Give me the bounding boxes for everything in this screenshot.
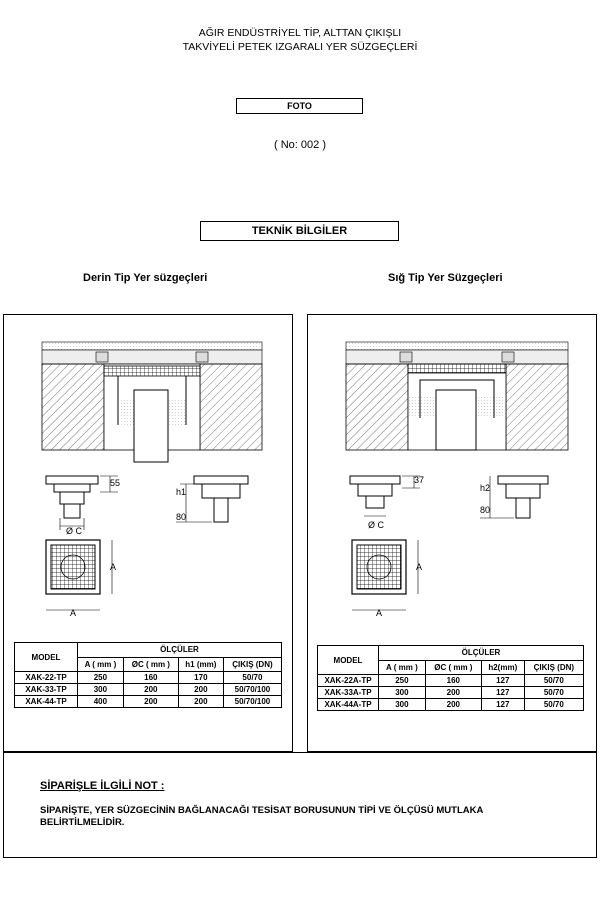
table-cell: 200: [177, 695, 224, 708]
column-header: ØC ( mm ): [122, 656, 179, 672]
table-cell: 400: [77, 695, 124, 708]
table-row: XAK-22-TP 250 160 170 50/70: [14, 671, 283, 684]
right-side-view-2: [480, 475, 549, 519]
table-cell: 50/70/100: [222, 683, 283, 696]
left-spec-table: MODEL ÖLÇÜLER A ( mm ) ØC ( mm ) h1 (mm)…: [14, 642, 283, 708]
table-cell: XAK-33A-TP: [317, 686, 379, 699]
table-cell: 250: [378, 674, 426, 687]
order-note-box: [3, 752, 597, 858]
table-cell: 200: [122, 683, 179, 696]
table-cell: 200: [424, 686, 482, 699]
table-row: XAK-33A-TP 300 200 127 50/70: [317, 686, 585, 699]
right-spec-table: MODEL ÖLÇÜLER A ( mm ) ØC ( mm ) h2(mm) …: [317, 645, 585, 711]
olculer-header: ÖLÇÜLER: [378, 645, 584, 661]
table-cell: 200: [177, 683, 224, 696]
column-header: ÇIKIŞ (DN): [222, 656, 283, 672]
table-cell: XAK-44A-TP: [317, 698, 379, 711]
table-cell: 127: [480, 698, 525, 711]
table-cell: XAK-22A-TP: [317, 674, 379, 687]
dim-a-label-right-side: A: [416, 562, 422, 572]
column-header: A ( mm ): [378, 659, 426, 675]
column-header: A ( mm ): [77, 656, 124, 672]
table-cell: 50/70/100: [222, 695, 283, 708]
dim-h2-label: h2: [480, 483, 490, 493]
left-side-view-2: [176, 475, 249, 523]
right-section-drawing: [345, 341, 569, 451]
table-row: XAK-44A-TP 300 200 127 50/70: [317, 698, 585, 711]
document-number: ( No: 002 ): [274, 139, 326, 151]
model-header: MODEL: [317, 645, 379, 675]
left-top-view: [45, 539, 113, 611]
table-cell: 200: [122, 695, 179, 708]
dim-a-label-right-bottom: A: [376, 608, 382, 618]
table-cell: 160: [424, 674, 482, 687]
table-cell: 127: [480, 686, 525, 699]
table-row: XAK-44-TP 400 200 200 50/70/100: [14, 695, 283, 708]
column-header: h1 (mm): [177, 656, 224, 672]
table-cell: XAK-33-TP: [14, 683, 78, 696]
dim-80-label-right: 80: [480, 505, 490, 515]
dim-80-label-left: 80: [176, 512, 186, 522]
document-title-line1: AĞIR ENDÜSTRİYEL TİP, ALTTAN ÇIKIŞLI: [198, 27, 402, 39]
dim-h1-label: h1: [176, 487, 186, 497]
left-section-drawing: [41, 341, 263, 463]
table-cell: 200: [424, 698, 482, 711]
table-cell: XAK-44-TP: [14, 695, 78, 708]
table-cell: 50/70: [523, 686, 585, 699]
order-note-text: SİPARİŞTE, YER SÜZGECİNİN BAĞLANACAĞI TE…: [40, 805, 484, 828]
column-header: h2(mm): [480, 659, 525, 675]
order-note-title: SİPARİŞLE İLGİLİ NOT :: [40, 780, 165, 792]
column-header: ÇIKIŞ (DN): [523, 659, 585, 675]
table-row: XAK-33-TP 300 200 200 50/70/100: [14, 683, 283, 696]
foto-label: FOTO: [236, 98, 363, 114]
table-cell: XAK-22-TP: [14, 671, 78, 684]
table-cell: 300: [77, 683, 124, 696]
right-subtitle: Sığ Tip Yer Süzgeçleri: [388, 272, 503, 284]
technical-heading: TEKNİK BİLGİLER: [200, 221, 399, 241]
table-cell: 127: [480, 674, 525, 687]
table-cell: 250: [77, 671, 124, 684]
table-cell: 170: [177, 671, 224, 684]
model-header: MODEL: [14, 642, 78, 672]
right-panel: [307, 314, 597, 752]
dim-oc-label-left: Ø C: [66, 526, 83, 536]
dim-a-label-left-side: A: [110, 562, 116, 572]
table-cell: 160: [122, 671, 179, 684]
dim-a-label-left-bottom: A: [70, 608, 76, 618]
table-cell: 50/70: [523, 674, 585, 687]
left-side-view: [45, 475, 118, 530]
dim-oc-label-right: Ø C: [368, 520, 385, 530]
right-side-view: [349, 475, 420, 517]
dim-37-label: 37: [414, 475, 424, 485]
table-cell: 300: [378, 698, 426, 711]
right-top-view: [351, 539, 419, 611]
table-row: XAK-22A-TP 250 160 127 50/70: [317, 674, 585, 687]
dim-55-label: 55: [110, 478, 120, 488]
table-cell: 50/70: [222, 671, 283, 684]
column-header: ØC ( mm ): [424, 659, 482, 675]
left-subtitle: Derin Tip Yer süzgeçleri: [83, 272, 208, 284]
table-cell: 50/70: [523, 698, 585, 711]
document-title-line2: TAKVİYELİ PETEK IZGARALI YER SÜZGEÇLERİ: [182, 41, 418, 53]
table-cell: 300: [378, 686, 426, 699]
left-panel: [3, 314, 293, 752]
olculer-header: ÖLÇÜLER: [77, 642, 282, 658]
